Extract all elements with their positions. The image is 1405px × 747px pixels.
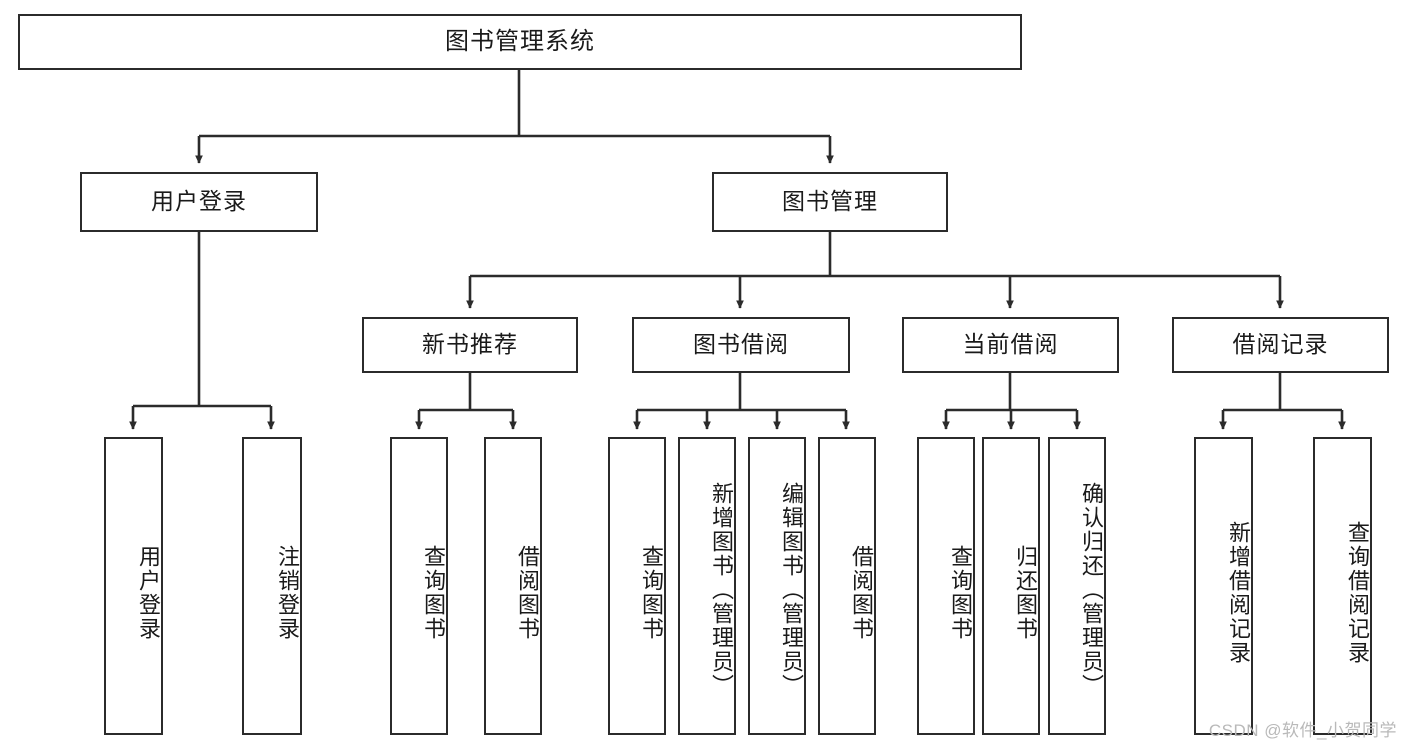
node-label: 借阅记录	[1232, 331, 1329, 358]
leaf-borrow-add-book-admin[interactable]: 新增图书（管理员）	[678, 437, 736, 735]
node-user-login[interactable]: 用户登录	[80, 172, 318, 232]
leaf-user-login-login[interactable]: 用户登录	[104, 437, 163, 735]
node-book-management[interactable]: 图书管理	[712, 172, 948, 232]
leaf-user-login-logout[interactable]: 注销登录	[242, 437, 302, 735]
node-label: 查询图书	[639, 545, 664, 641]
node-borrow-record[interactable]: 借阅记录	[1172, 317, 1389, 373]
node-label: 查询图书	[948, 545, 973, 641]
node-label: 注销登录	[275, 545, 300, 641]
node-label: 当前借阅	[962, 331, 1059, 358]
node-label: 用户登录	[151, 188, 247, 215]
leaf-current-return-book[interactable]: 归还图书	[982, 437, 1040, 735]
node-label: 借阅图书	[515, 545, 540, 641]
node-label: 新书推荐	[422, 331, 518, 358]
node-label: 图书借阅	[693, 331, 789, 358]
node-label: 新增图书（管理员）	[709, 482, 734, 698]
node-label: 归还图书	[1013, 545, 1038, 641]
leaf-record-add-borrow-record[interactable]: 新增借阅记录	[1194, 437, 1253, 735]
watermark: CSDN @软件_小贺同学	[1208, 721, 1397, 740]
node-label: 查询借阅记录	[1345, 521, 1370, 665]
node-label: 图书管理系统	[445, 27, 595, 55]
node-label: 借阅图书	[849, 545, 874, 641]
node-label: 图书管理	[782, 188, 878, 215]
leaf-borrow-edit-book-admin[interactable]: 编辑图书（管理员）	[748, 437, 806, 735]
node-label: 编辑图书（管理员）	[779, 482, 804, 698]
node-label: 新增借阅记录	[1226, 521, 1251, 665]
node-new-book-recommend[interactable]: 新书推荐	[362, 317, 578, 373]
leaf-current-confirm-return-admin[interactable]: 确认归还（管理员）	[1048, 437, 1106, 735]
leaf-recommend-query-book[interactable]: 查询图书	[390, 437, 448, 735]
node-label: 确认归还（管理员）	[1079, 482, 1104, 698]
leaf-borrow-query-book[interactable]: 查询图书	[608, 437, 666, 735]
leaf-borrow-borrow-book[interactable]: 借阅图书	[818, 437, 876, 735]
node-root-book-management-system[interactable]: 图书管理系统	[18, 14, 1022, 70]
leaf-current-query-book[interactable]: 查询图书	[917, 437, 975, 735]
leaf-record-query-borrow-record[interactable]: 查询借阅记录	[1313, 437, 1372, 735]
node-book-borrow[interactable]: 图书借阅	[632, 317, 850, 373]
node-label: 用户登录	[136, 545, 161, 641]
node-label: 查询图书	[421, 545, 446, 641]
leaf-recommend-borrow-book[interactable]: 借阅图书	[484, 437, 542, 735]
node-current-borrow[interactable]: 当前借阅	[902, 317, 1119, 373]
